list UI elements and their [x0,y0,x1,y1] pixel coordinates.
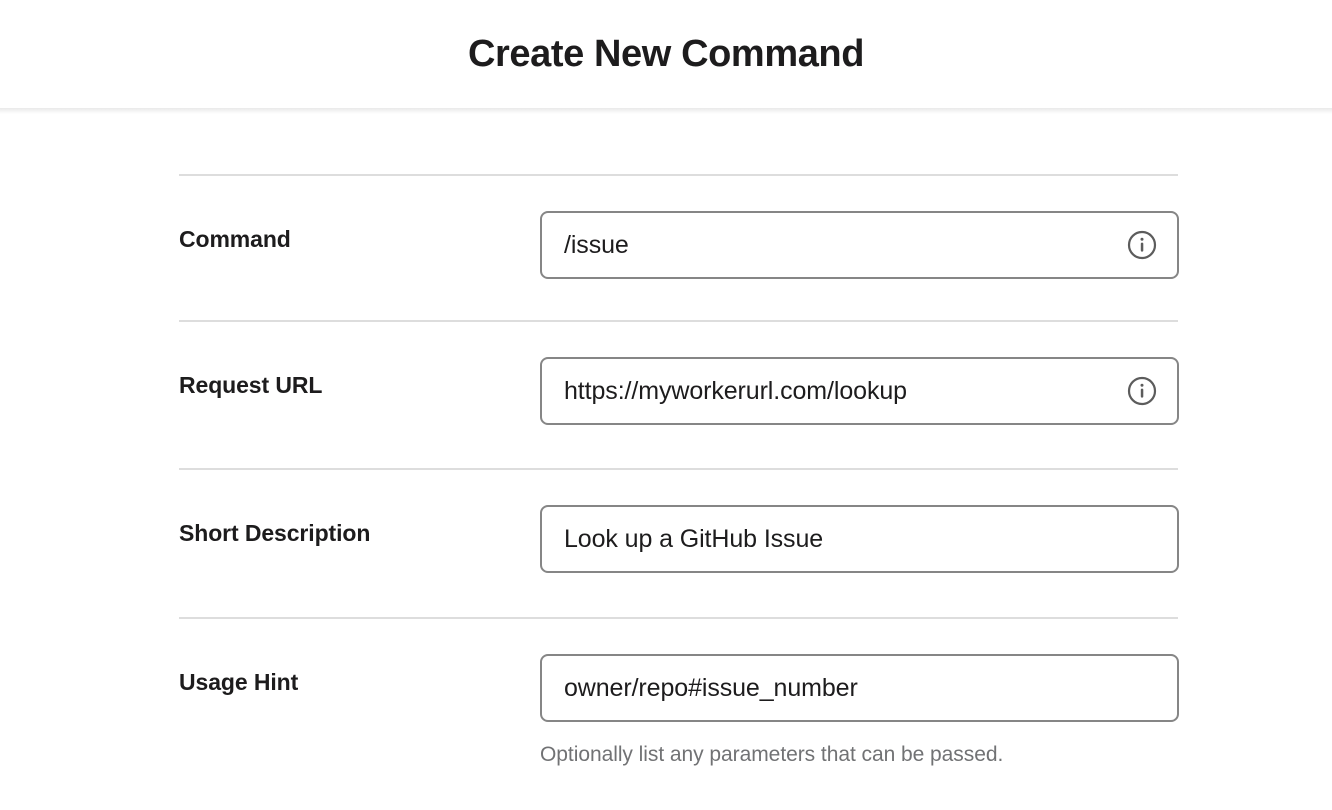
form-row-request-url: Request URL https://myworkerurl.com/look… [179,357,1179,425]
field-short-description: Look up a GitHub Issue [540,505,1179,573]
command-input-value: /issue [564,231,629,259]
modal-body: Command /issue [0,108,1332,810]
label-command: Command [179,226,291,252]
row-spacer [179,176,1178,211]
usage-hint-helper-text: Optionally list any parameters that can … [540,743,1004,766]
row-spacer [179,573,1178,617]
usage-hint-input-value: owner/repo#issue_number [564,674,858,702]
field-request-url: https://myworkerurl.com/lookup [540,357,1179,425]
label-request-url: Request URL [179,372,323,398]
info-circle-icon[interactable] [1127,230,1157,260]
row-spacer [179,619,1178,654]
command-input[interactable]: /issue [540,211,1179,279]
form-divider [179,174,1178,176]
short-description-input[interactable]: Look up a GitHub Issue [540,505,1179,573]
short-description-input-value: Look up a GitHub Issue [564,525,824,553]
form-row-short-description: Short Description Look up a GitHub Issue [179,505,1179,573]
page-title: Create New Command [467,33,865,75]
field-usage-hint: owner/repo#issue_number Optionally list … [540,654,1179,768]
modal-header: Create New Command [0,0,1332,114]
field-command: /issue [540,211,1179,279]
form-divider [179,320,1178,322]
form-row-usage-hint: Usage Hint owner/repo#issue_number Optio… [179,654,1179,768]
row-spacer [179,322,1178,357]
form-divider [179,617,1178,619]
label-usage-hint: Usage Hint [179,669,299,695]
form-row-command: Command /issue [179,211,1179,279]
info-circle-icon[interactable] [1127,376,1157,406]
create-command-form: Command /issue [179,174,1179,768]
request-url-input-value: https://myworkerurl.com/lookup [564,377,907,405]
request-url-input[interactable]: https://myworkerurl.com/lookup [540,357,1179,425]
usage-hint-input[interactable]: owner/repo#issue_number [540,654,1179,722]
row-spacer [179,279,1178,320]
row-spacer [179,425,1178,468]
label-short-description: Short Description [179,520,371,546]
form-divider [179,468,1178,470]
row-spacer [179,470,1178,505]
